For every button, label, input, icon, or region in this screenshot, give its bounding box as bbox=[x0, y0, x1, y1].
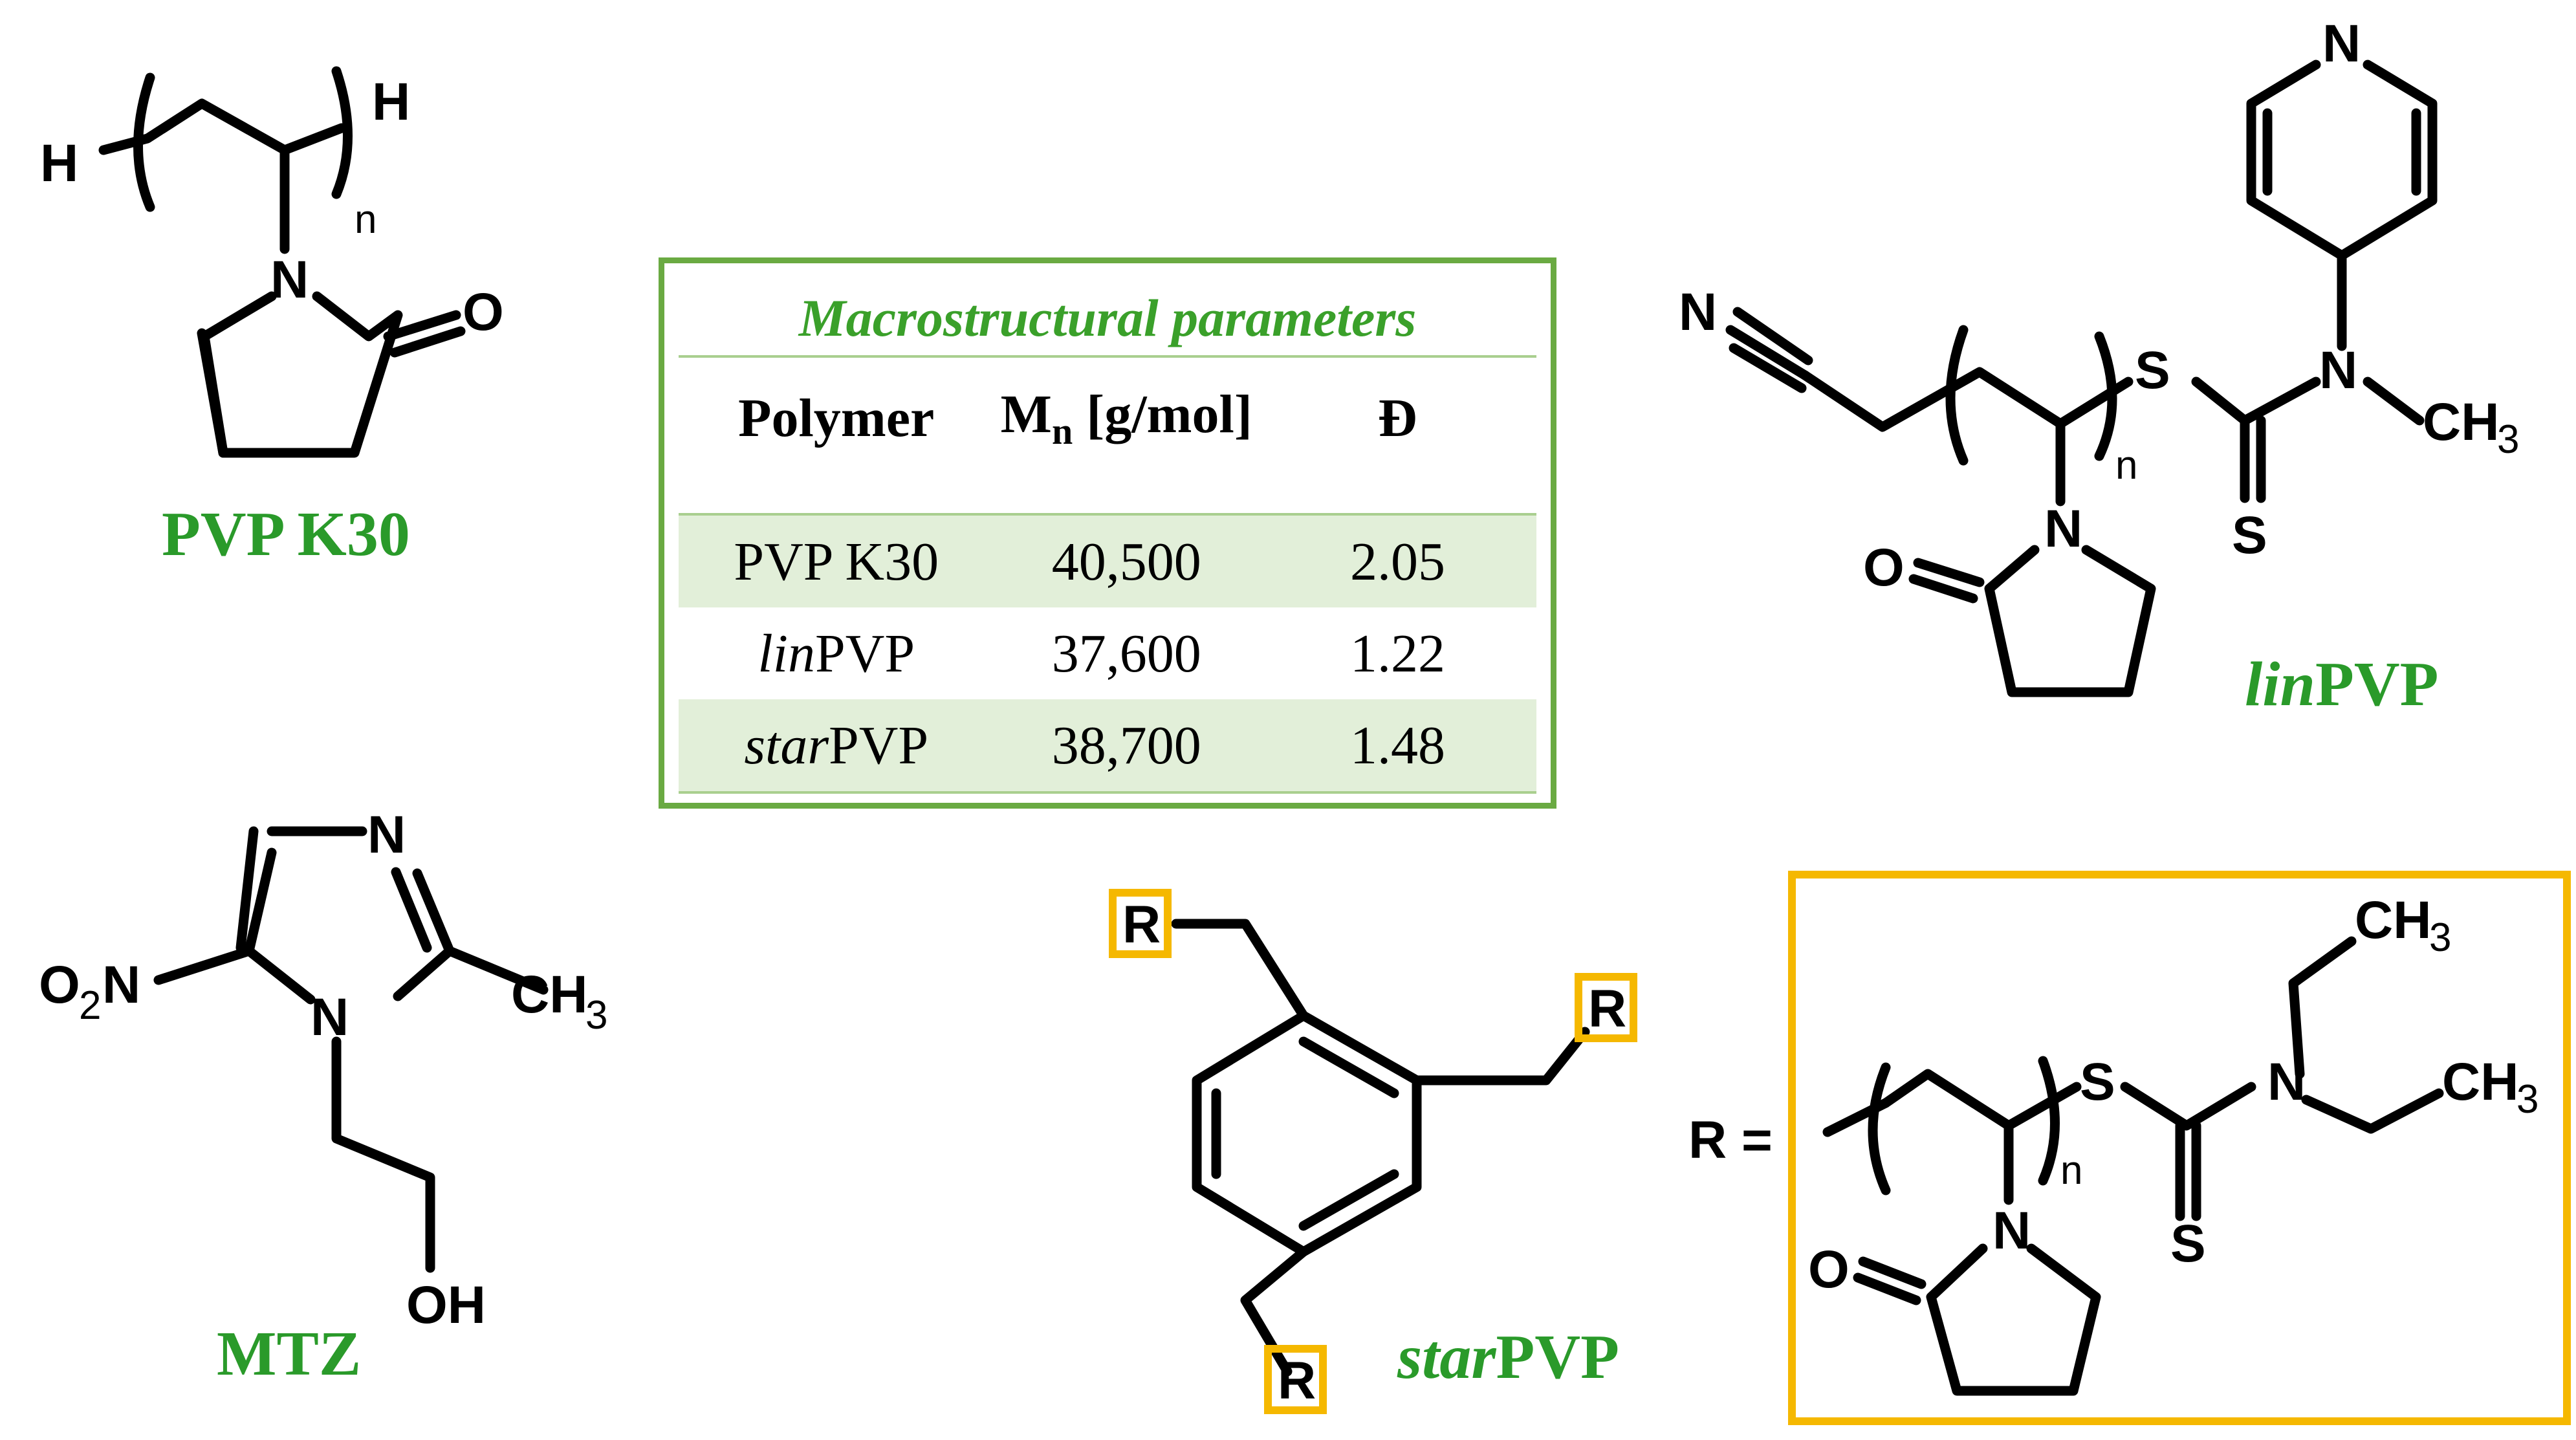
mtz-label: MTZ bbox=[217, 1319, 361, 1389]
row-mn: 38,700 bbox=[1051, 715, 1201, 776]
table-bottom-divider bbox=[679, 791, 1536, 794]
n-atom-ring-top: N bbox=[367, 805, 406, 864]
o2n-n-atom: N bbox=[102, 955, 140, 1014]
row-mn: 40,500 bbox=[1051, 531, 1201, 592]
o-atom-lin: O bbox=[1863, 538, 1905, 597]
oh-group: OH bbox=[406, 1276, 486, 1335]
r-box-bottom bbox=[1264, 1345, 1327, 1414]
table-row: linPVP 37,600 1.22 bbox=[679, 607, 1536, 699]
repeat-n-label-lin: n bbox=[2115, 443, 2137, 488]
repeat-n-label: n bbox=[355, 197, 377, 242]
n-atom-ring: N bbox=[311, 988, 349, 1047]
s-atom-r: S bbox=[2080, 1053, 2115, 1111]
row-polymer: starPVP bbox=[744, 715, 929, 776]
pvp-k30-structure: H H n N O PVP K30 bbox=[40, 66, 504, 569]
row-polymer: PVP K30 bbox=[734, 531, 939, 592]
row-dispersity: 1.22 bbox=[1350, 623, 1445, 684]
s-atom: S bbox=[2135, 341, 2170, 400]
o2n-subscript: 2 bbox=[79, 983, 101, 1028]
nitrile-n-atom: N bbox=[1679, 283, 1717, 342]
ch3-c-atom-lin: CH bbox=[2423, 393, 2499, 452]
o2n-o-atom: O bbox=[39, 955, 80, 1014]
linpvp-structure: N S N CH 3 S N n N O linPVP bbox=[1679, 14, 2519, 719]
header-divider bbox=[679, 513, 1536, 516]
thione-s-atom-r: S bbox=[2170, 1214, 2206, 1273]
o-atom-r: O bbox=[1808, 1240, 1850, 1299]
h-atom-right: H bbox=[372, 72, 410, 131]
ch3-subscript-lin: 3 bbox=[2497, 417, 2519, 462]
row-dispersity: 1.48 bbox=[1350, 715, 1445, 776]
table-header-row: Polymer Mn [g/mol] Đ bbox=[679, 372, 1536, 464]
header-mn: Mn [g/mol] bbox=[1000, 384, 1252, 452]
n-atom: N bbox=[270, 250, 309, 309]
r-definition: R = n S N CH 3 CH 3 S N O bbox=[1688, 871, 2571, 1425]
n-atom-dtc-r: N bbox=[2267, 1053, 2306, 1111]
starpvp-label: starPVP bbox=[1397, 1322, 1619, 1392]
table-row: starPVP 38,700 1.48 bbox=[679, 699, 1536, 791]
table-title: Macrostructural parameters bbox=[798, 289, 1417, 347]
header-dispersity: Đ bbox=[1378, 387, 1417, 448]
ch3-subscript: 3 bbox=[585, 993, 607, 1038]
r-equals-label: R = bbox=[1688, 1111, 1773, 1170]
pvp-k30-label: PVP K30 bbox=[162, 499, 410, 569]
table-row: PVP K30 40,500 2.05 bbox=[679, 516, 1536, 607]
linpvp-label: linPVP bbox=[2245, 649, 2438, 719]
o-atom: O bbox=[463, 283, 504, 342]
ch3-right-sub-r: 3 bbox=[2516, 1077, 2538, 1122]
repeat-n-label-r: n bbox=[2060, 1148, 2082, 1193]
thione-s-atom: S bbox=[2232, 506, 2267, 565]
ch3-top-sub-r: 3 bbox=[2429, 915, 2451, 960]
row-mn: 37,600 bbox=[1051, 623, 1201, 684]
r-definition-frame bbox=[1788, 871, 2571, 1425]
title-divider bbox=[679, 355, 1536, 358]
row-dispersity: 2.05 bbox=[1350, 531, 1445, 592]
r-box-right bbox=[1575, 973, 1637, 1042]
ch3-top-r: CH bbox=[2355, 891, 2431, 950]
pyridine-n-atom: N bbox=[2322, 14, 2361, 73]
n-atom-dtc: N bbox=[2319, 341, 2357, 400]
starpvp-structure: R R R starPVP bbox=[1109, 889, 1637, 1414]
n-atom-r: N bbox=[1992, 1201, 2031, 1260]
n-atom-lin: N bbox=[2044, 499, 2082, 558]
ch3-c-atom: CH bbox=[511, 965, 587, 1024]
r-box-top bbox=[1109, 889, 1172, 958]
h-atom-left: H bbox=[40, 134, 78, 193]
ch3-right-r: CH bbox=[2442, 1053, 2518, 1111]
r-label-top: R bbox=[1122, 895, 1161, 954]
row-polymer: linPVP bbox=[758, 623, 915, 684]
macrostructural-parameters-table: Macrostructural parameters Polymer Mn [g… bbox=[659, 257, 1556, 809]
r-label-bottom: R bbox=[1278, 1351, 1316, 1410]
mtz-structure: N N O 2 N CH 3 OH MTZ bbox=[39, 805, 607, 1389]
header-polymer: Polymer bbox=[738, 387, 935, 448]
r-label-right: R bbox=[1588, 979, 1626, 1038]
